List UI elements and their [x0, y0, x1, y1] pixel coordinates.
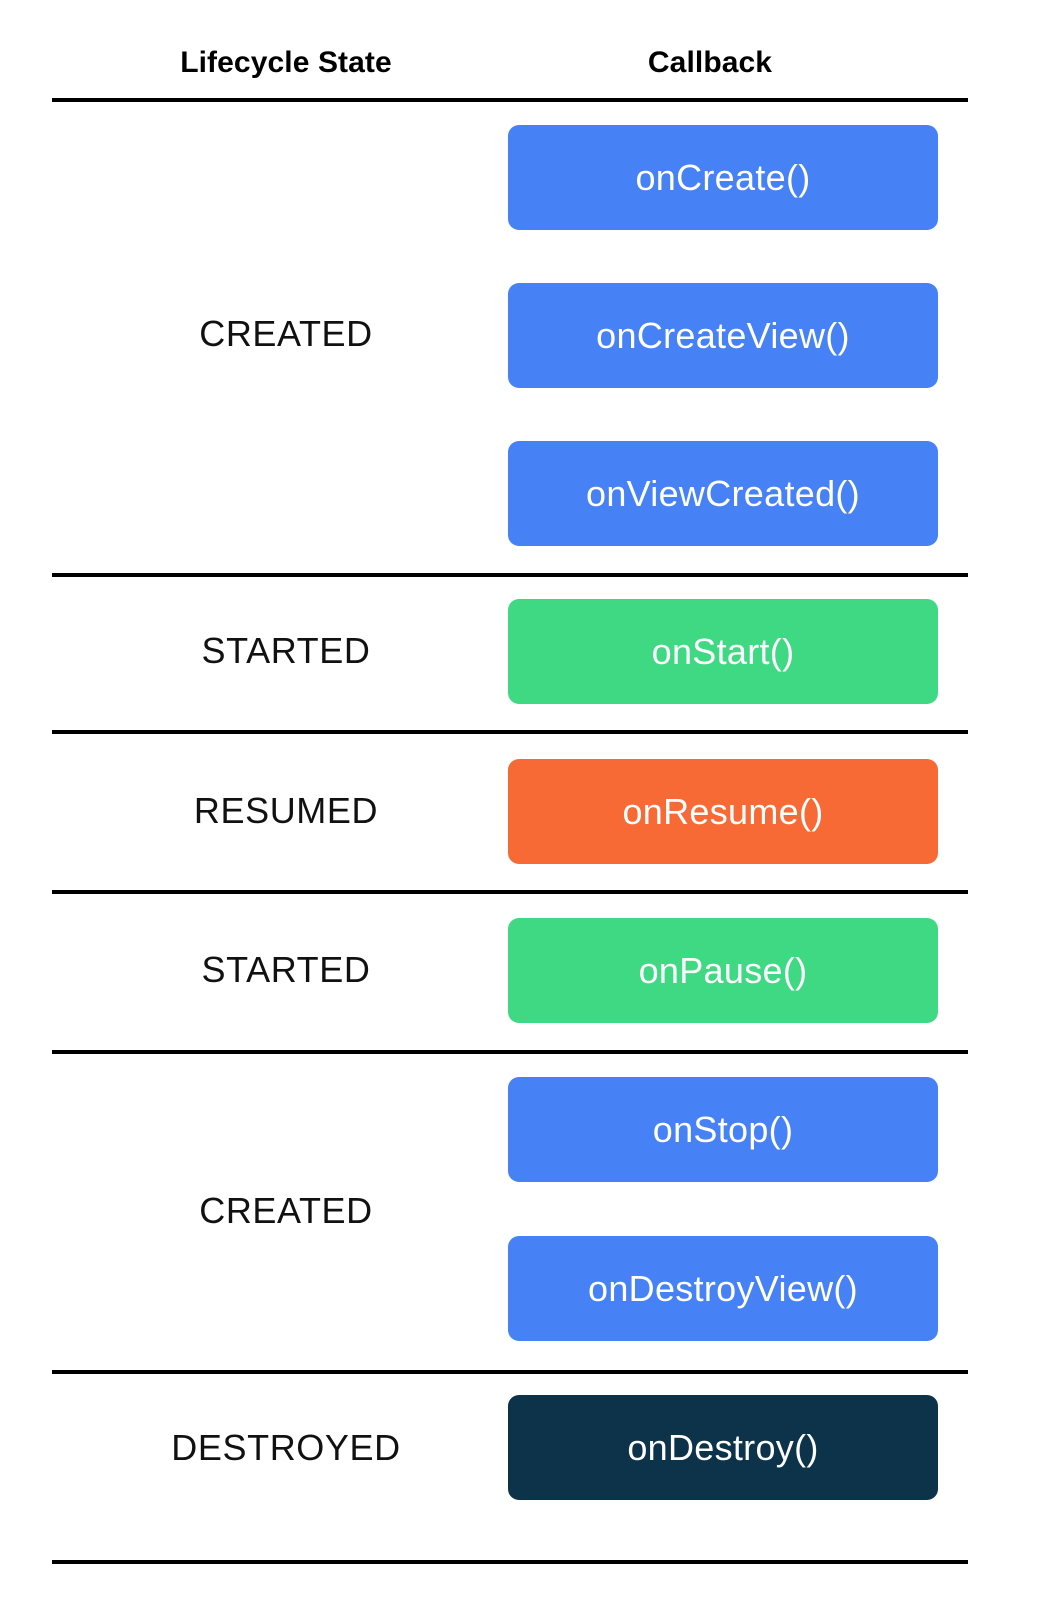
row-divider [52, 573, 968, 577]
callback-pill-label: onPause() [638, 949, 808, 991]
callback-pill-label: onViewCreated() [586, 472, 860, 514]
row-divider [52, 890, 968, 894]
callback-pill-label: onCreate() [635, 156, 811, 198]
lifecycle-state-label: STARTED [201, 949, 371, 990]
lifecycle-state-label: DESTROYED [171, 1427, 401, 1468]
row-divider [52, 730, 968, 734]
callback-pill-label: onResume() [622, 790, 824, 832]
callback-pill[interactable]: onResume() [508, 759, 938, 864]
callback-pill[interactable]: onDestroy() [508, 1395, 938, 1500]
column-header-callback: Callback [647, 46, 773, 79]
row-divider [52, 1560, 968, 1564]
lifecycle-state-label: CREATED [199, 1190, 373, 1231]
callback-pill[interactable]: onDestroyView() [508, 1236, 938, 1341]
callback-pill[interactable]: onStart() [508, 599, 938, 704]
row-divider [52, 1050, 968, 1054]
column-header-lifecycle-state: Lifecycle State [180, 46, 392, 79]
callback-pill-label: onCreateView() [596, 314, 850, 356]
lifecycle-state-label: RESUMED [193, 790, 379, 831]
lifecycle-state-label: STARTED [201, 630, 371, 671]
callback-pill[interactable]: onStop() [508, 1077, 938, 1182]
callback-pill-label: onDestroyView() [588, 1267, 858, 1309]
callback-pill-label: onStart() [651, 630, 795, 672]
callback-pill-label: onDestroy() [627, 1426, 819, 1468]
callback-pill-label: onStop() [652, 1108, 794, 1150]
lifecycle-state-label: CREATED [199, 313, 373, 354]
callback-pill[interactable]: onPause() [508, 918, 938, 1023]
table-header-row: Lifecycle State Callback [0, 0, 1041, 98]
row-divider [52, 98, 968, 102]
callback-pill[interactable]: onViewCreated() [508, 441, 938, 546]
callback-pill[interactable]: onCreate() [508, 125, 938, 230]
row-divider [52, 1370, 968, 1374]
callback-pill[interactable]: onCreateView() [508, 283, 938, 388]
